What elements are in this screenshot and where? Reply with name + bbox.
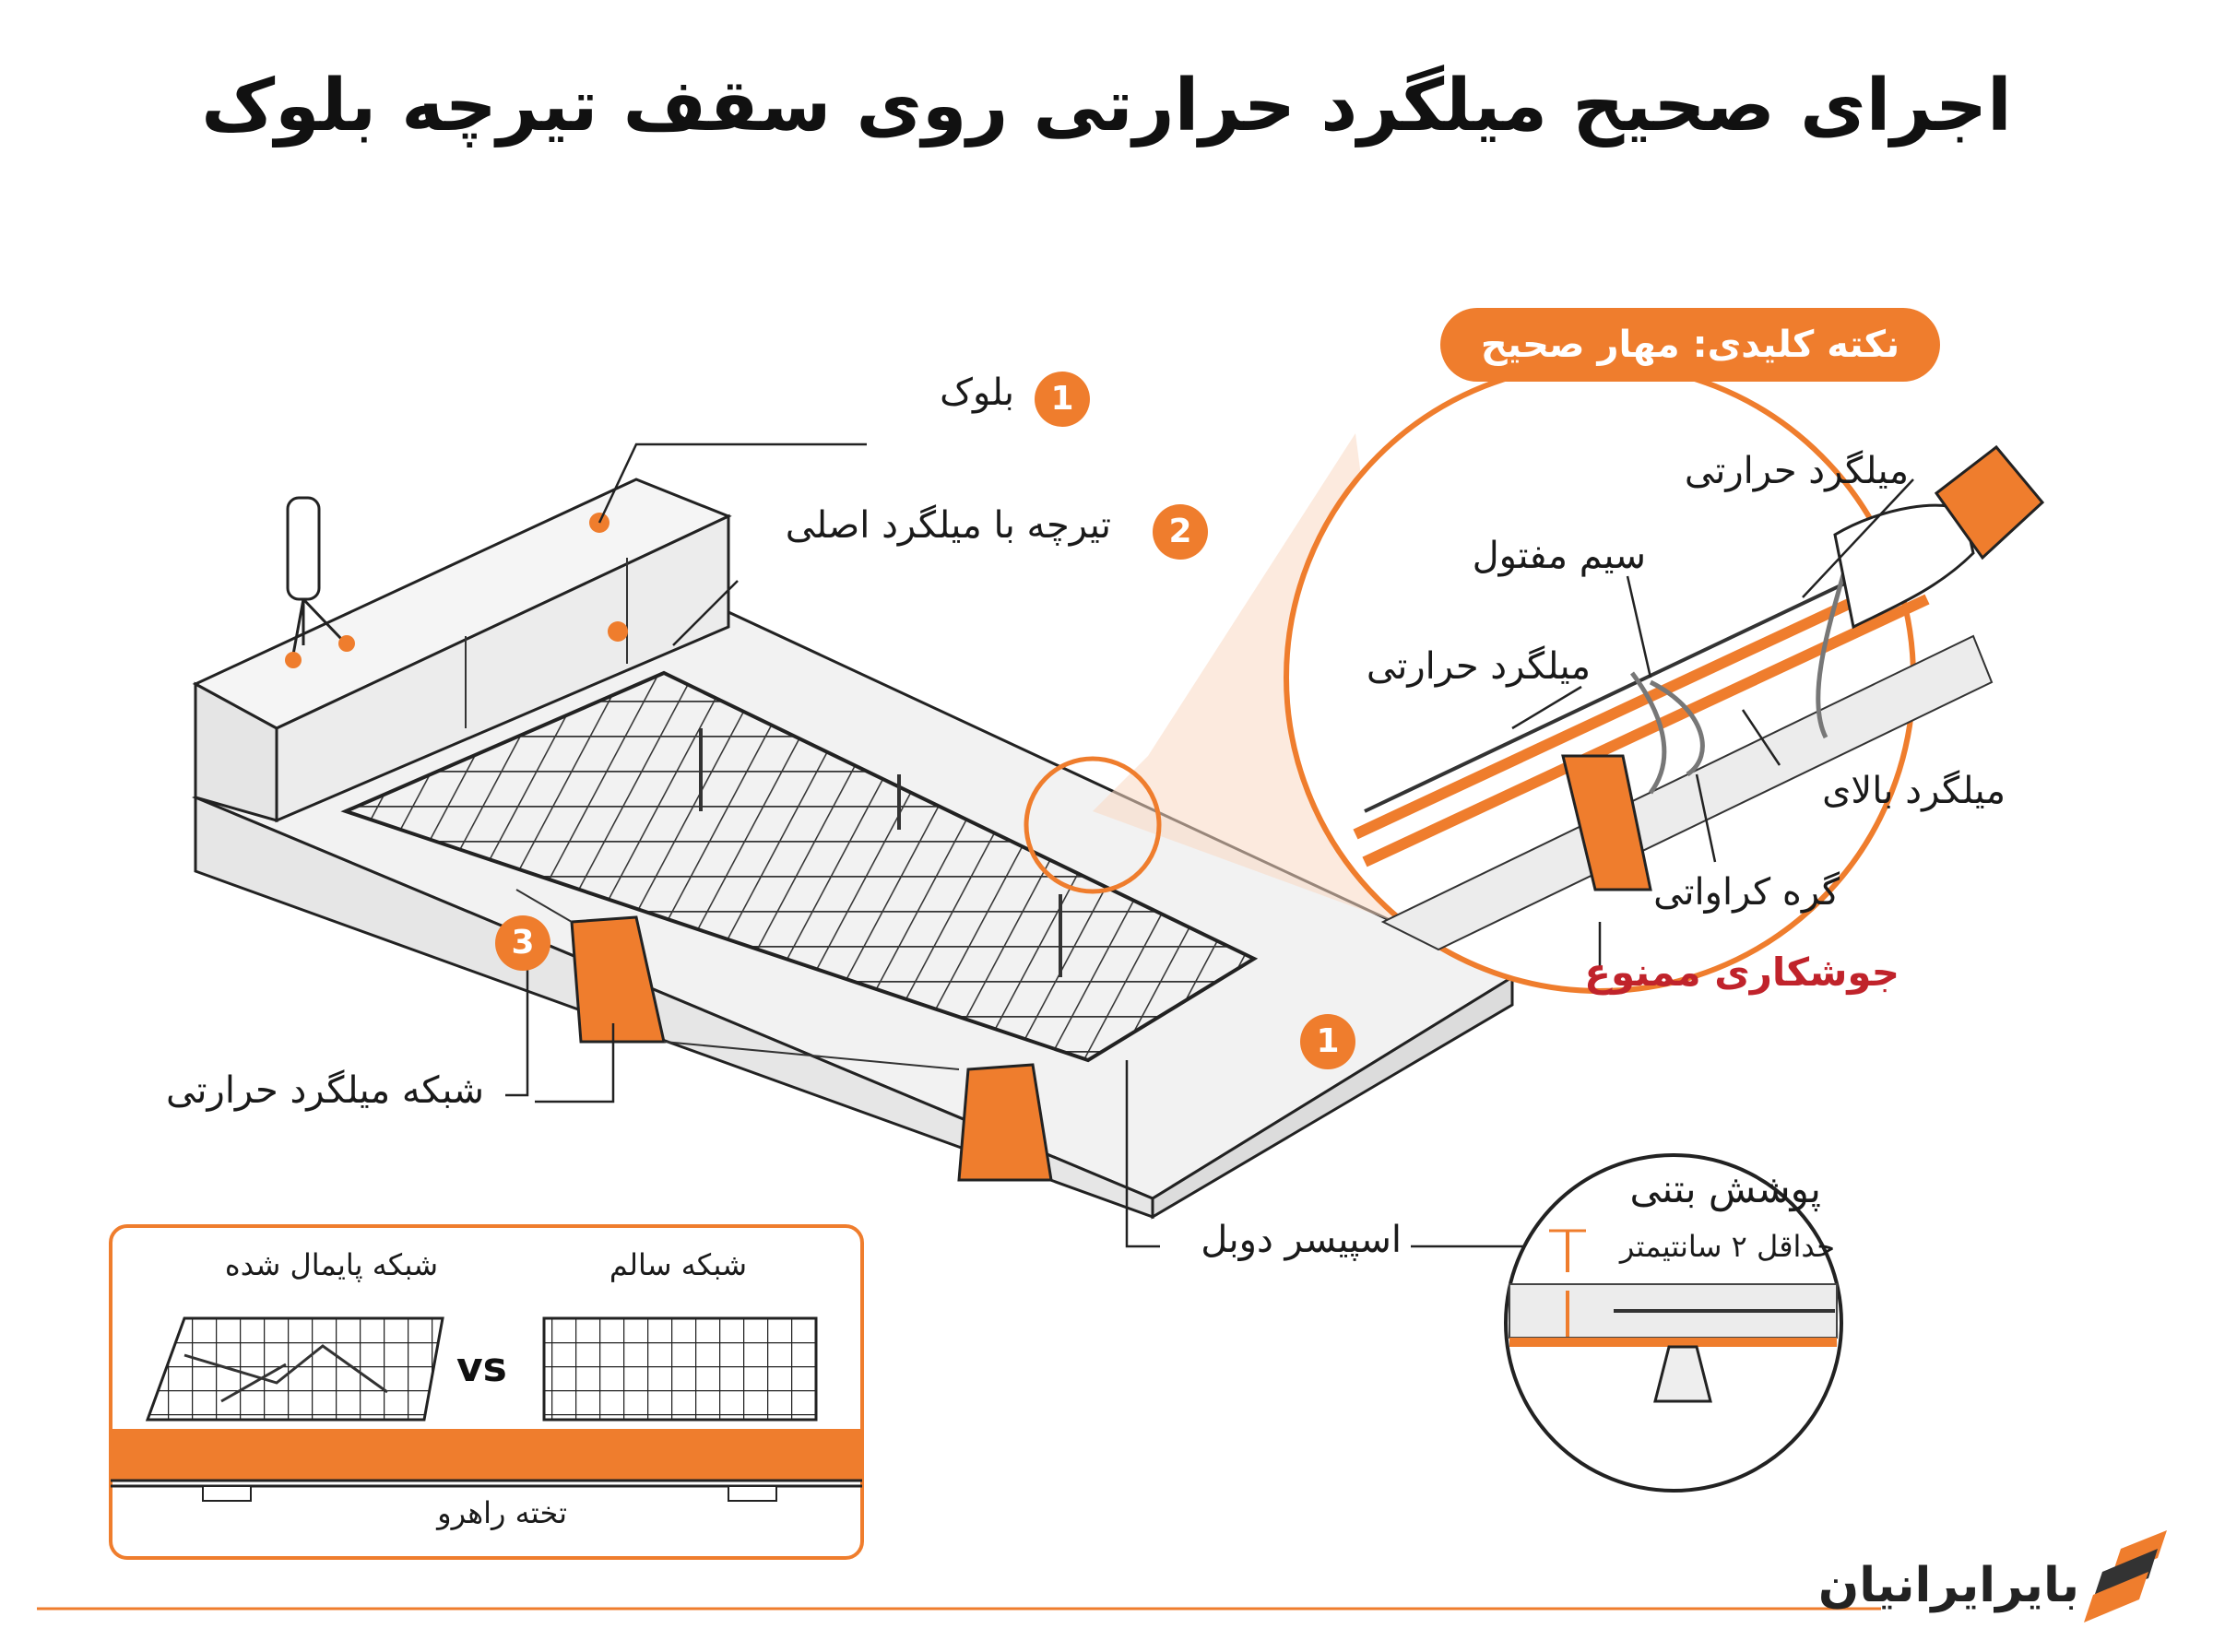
label-walkway-board: تخته راهرو <box>437 1495 567 1530</box>
label-tie-knot: گره کراواتی <box>1653 871 1840 914</box>
callout-number-1b: 1 <box>1300 1014 1355 1069</box>
zoom-detail <box>1353 444 2045 968</box>
callout-number-2: 2 <box>1153 504 1208 560</box>
label-thermal-rebar-top: میلگرد حرارتی <box>1684 450 1909 492</box>
key-point-heading: نکته کلیدی: مهار صحیح <box>1440 308 1940 382</box>
page-title: اجرای صحیح میلگرد حرارتی روی سقف تیرچه ب… <box>201 65 2012 148</box>
block-row <box>192 478 732 823</box>
label-double-spacer: اسپیسر دوبل <box>1201 1219 1402 1261</box>
cover-minimum: حداقل ۲ سانتیمتر <box>1619 1229 1835 1264</box>
label-thermal-mesh: شبکه میلگرد حرارتی <box>166 1069 484 1112</box>
label-block: بلوک <box>940 372 1014 414</box>
brand-logo-icon <box>2084 1530 2167 1622</box>
footer <box>37 1530 2167 1622</box>
zoom-connector <box>1024 361 1916 994</box>
label-joist: تیرچه با میلگرد اصلی <box>785 504 1111 547</box>
leader-lines <box>505 442 1531 1248</box>
concrete-cover-detail <box>1504 1153 1843 1493</box>
brand-name: بایرایرانیان <box>1817 1558 2079 1613</box>
label-healthy-mesh: شبکه سالم <box>609 1247 747 1282</box>
label-damaged-mesh: شبکه پایمال شده <box>224 1247 438 1282</box>
comparison-panel <box>109 1224 864 1560</box>
cover-title: پوشش بتنی <box>1629 1166 1821 1211</box>
label-tie-wire: سیم مفتول <box>1472 535 1646 577</box>
callout-number-1: 1 <box>1035 372 1090 427</box>
label-top-rebar: میلگرد بالای <box>1822 770 2006 812</box>
callout-number-3: 3 <box>495 915 550 971</box>
label-no-welding: جوشکاری ممنوع <box>1584 950 1899 995</box>
rebar-mesh <box>340 670 1259 1063</box>
label-thermal-rebar-left: میلگرد حرارتی <box>1366 645 1591 688</box>
versus-label: vs <box>456 1344 507 1391</box>
